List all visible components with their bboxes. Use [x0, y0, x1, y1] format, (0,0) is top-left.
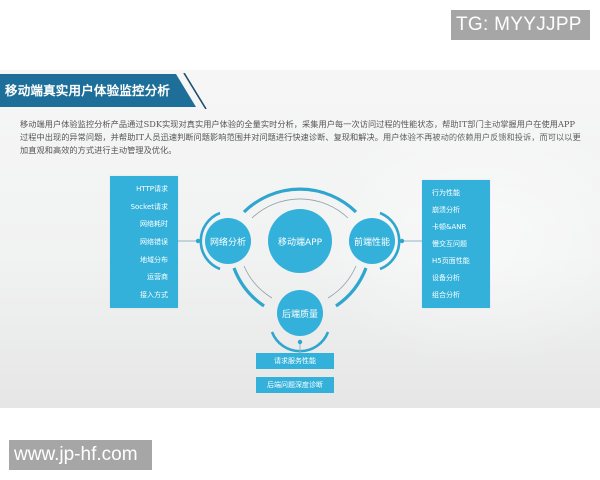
- network-analysis-list: HTTP请求 Socket请求 网络耗时 网络错误 地域分布 运营商 接入方式: [110, 176, 178, 308]
- list-item: H5页面性能: [432, 257, 470, 266]
- backend-item-request-service: 请求服务性能: [256, 353, 334, 369]
- list-item: 行为性能: [432, 188, 460, 197]
- list-item: 网络耗时: [140, 220, 168, 229]
- tg-badge: TG: MYYJJPP: [451, 10, 590, 40]
- title-slash-decoration: [183, 73, 207, 109]
- slide-title: 移动端真实用户体验监控分析: [0, 74, 196, 107]
- list-item: 卡顿&ANR: [432, 222, 467, 231]
- list-item: 接入方式: [140, 291, 168, 300]
- frontend-performance-list: 行为性能 崩溃分析 卡顿&ANR 慢交互问题 H5页面性能 设备分析 组合分析: [422, 180, 490, 308]
- list-item: 地域分布: [140, 255, 168, 264]
- list-item: 运营商: [147, 273, 168, 282]
- list-item: 网络错误: [140, 237, 168, 246]
- center-node-mobile-app: 移动端APP: [268, 209, 332, 273]
- list-item: 设备分析: [432, 274, 460, 283]
- watermark: www.jp-hf.com: [9, 440, 152, 470]
- intro-paragraph: 移动端用户体验监控分析产品通过SDK实现对真实用户体验的全量实时分析，采集用户每…: [20, 119, 581, 155]
- list-item: HTTP请求: [136, 184, 168, 193]
- diagram-rings: [178, 187, 422, 353]
- list-item: 慢交互问题: [432, 239, 467, 248]
- list-item: 组合分析: [432, 291, 460, 300]
- list-item: 崩溃分析: [432, 205, 460, 214]
- node-backend-quality: 后端质量: [277, 290, 323, 336]
- node-network-analysis: 网络分析: [205, 218, 251, 264]
- slide: 移动端真实用户体验监控分析 移动端用户体验监控分析产品通过SDK实现对真实用户体…: [0, 70, 600, 408]
- node-frontend-performance: 前端性能: [349, 218, 395, 264]
- backend-item-deep-diagnosis: 后端问题深度诊断: [256, 377, 334, 393]
- list-item: Socket请求: [130, 202, 168, 211]
